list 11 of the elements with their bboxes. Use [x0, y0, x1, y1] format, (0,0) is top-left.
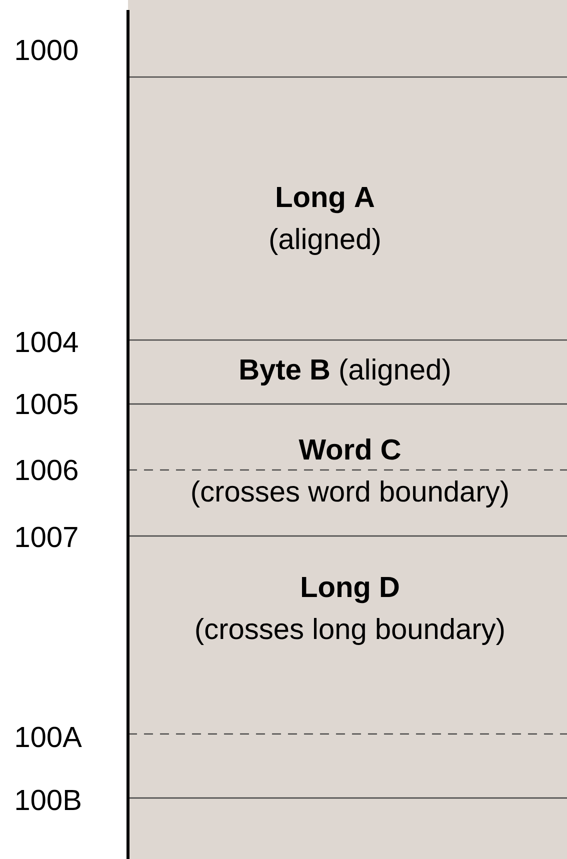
address-label: 1007 — [16, 526, 78, 548]
address-label: 1005 — [16, 394, 78, 414]
address-label: 1006 — [16, 460, 78, 480]
address-label: 1004 — [16, 332, 78, 352]
address-label: 100B — [16, 790, 80, 810]
memory-field: Long D (crosses long boundary) — [196, 577, 504, 645]
address-label: 1000 — [16, 40, 78, 60]
address-label: 100A — [16, 726, 82, 748]
memory-field: Long A (aligned) — [270, 187, 380, 255]
memory-field: Byte B (aligned) — [240, 358, 450, 386]
memory-field: Word C (crosses word boundary) — [192, 438, 508, 508]
